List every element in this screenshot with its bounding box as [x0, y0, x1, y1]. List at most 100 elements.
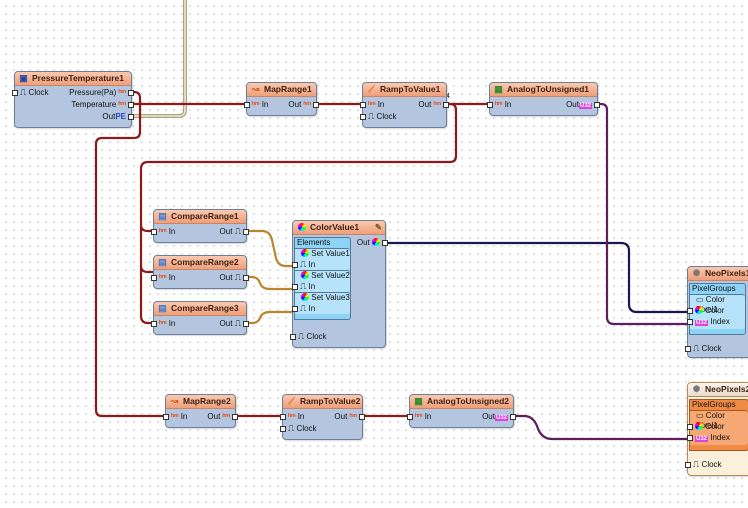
- element-set-value3[interactable]: Set Value3 ⎍ In: [292, 292, 350, 314]
- analog-icon: ʰᵐ: [118, 100, 126, 109]
- pin-label: Clock: [28, 88, 49, 97]
- elements-panel[interactable]: Elements Set Value1 ⎍ In Set Value2 ⎍ In…: [292, 237, 351, 320]
- pin-out[interactable]: Out ⎍: [220, 226, 249, 237]
- pin-color[interactable]: Color: [687, 305, 724, 316]
- pin-out[interactable]: Out ⎍: [219, 272, 249, 283]
- node-maprange1[interactable]: ↝MapRange1 ʰᵐ In Out ʰᵐ: [244, 82, 319, 116]
- ramp-icon: ⟋: [368, 84, 375, 94]
- pin-clock[interactable]: ⎍ Clock: [290, 331, 327, 342]
- pin-in[interactable]: ʰᵐ In: [407, 411, 431, 422]
- pin-clock[interactable]: ⎍ Clock: [12, 87, 49, 98]
- node-comparerange3[interactable]: ▤ CompareRange3 ʰᵐ In Out ⎍: [151, 301, 249, 335]
- pin-in[interactable]: ʰᵐ In: [151, 226, 176, 237]
- pin-label: Clock: [701, 344, 722, 353]
- element-set-value2[interactable]: Set Value2 ⎍ In: [292, 270, 350, 292]
- node-ramptovalue2[interactable]: ⟋ RampToValue2 ʰᵐ In ⎍ Clock Out ʰᵐ: [280, 394, 365, 440]
- wire-compare3-to-setvalue3[interactable]: [246, 310, 293, 325]
- node-neopixels1[interactable]: ✺NeoPixels1 PixelGroups ▭ Color Pixel1 C…: [685, 266, 748, 358]
- set-value-icon: [301, 293, 309, 301]
- pin-color[interactable]: Color: [687, 421, 724, 432]
- pin-out[interactable]: Out ⎍: [220, 318, 249, 329]
- node-title: RampToValue2: [300, 396, 361, 406]
- element-set-value1[interactable]: Set Value1 ⎍ In: [292, 248, 350, 270]
- node-maprange2[interactable]: ↝MapRange2 ʰᵐ In Out ʰᵐ: [163, 394, 238, 428]
- color-icon: [695, 422, 703, 430]
- element-color-pixel1[interactable]: ▭ Color Pixel1 Color U32 Index: [687, 294, 745, 329]
- wire-unsigned1-to-neopixels1[interactable]: [597, 102, 688, 326]
- pin-out[interactable]: OutU32: [482, 411, 516, 422]
- pin-out[interactable]: Out ʰᵐ: [288, 99, 319, 110]
- pin-in[interactable]: ʰᵐ In: [487, 99, 512, 110]
- pin-clock[interactable]: ⎍ Clock: [685, 459, 722, 470]
- pin-label: In: [180, 412, 188, 421]
- node-analogtounsigned1[interactable]: ▦AnalogToUnsigned1 ʰᵐ In OutU32: [487, 82, 600, 116]
- pin-out[interactable]: Out ʰᵐ: [334, 411, 365, 422]
- node-pressure-temperature[interactable]: ▣PressureTemperature1 ⎍ Clock Pressure(P…: [12, 71, 134, 128]
- pin-index[interactable]: U32 Index: [687, 316, 730, 327]
- pin-label: In: [261, 100, 269, 109]
- pin-in[interactable]: ʰᵐ In: [280, 411, 304, 422]
- pin-label: Clock: [701, 460, 722, 469]
- wire-ramptovalue1-to-compareranges[interactable]: [139, 102, 458, 325]
- pin-label: In: [168, 227, 176, 236]
- pixel-icon: ▭: [696, 295, 704, 304]
- analog-icon: ʰᵐ: [252, 100, 260, 109]
- pin-in[interactable]: ʰᵐ In: [151, 318, 175, 329]
- wire-colorvalue-to-neopixels1[interactable]: [384, 241, 688, 314]
- node-title: CompareRange3: [171, 303, 239, 313]
- pin-temperature-out[interactable]: Temperature ʰᵐ: [71, 99, 134, 110]
- compare-icon: ▤: [158, 211, 167, 221]
- pin-out[interactable]: Out ʰᵐ: [418, 99, 449, 110]
- node-comparerange1[interactable]: ▤CompareRange1 ʰᵐ In Out ⎍: [151, 209, 249, 243]
- pin-in[interactable]: ⎍ In: [292, 303, 315, 314]
- pin-pressure-out[interactable]: Pressure(Pa) ʰᵐ: [69, 87, 134, 98]
- pin-in[interactable]: ʰᵐ In: [360, 99, 384, 110]
- wire-compare2-to-setvalue2[interactable]: [246, 275, 293, 291]
- node-analogtounsigned2[interactable]: ▦AnalogToUnsigned2 ʰᵐ In OutU32: [407, 394, 516, 428]
- compare-icon: ▤: [158, 303, 167, 313]
- pin-label: Out: [219, 273, 233, 282]
- set-value-icon: [301, 249, 309, 257]
- pin-clock[interactable]: ⎍ Clock: [360, 111, 397, 122]
- pin-in[interactable]: ⎍ In: [292, 281, 315, 292]
- pin-in[interactable]: ⎍ In: [292, 259, 316, 270]
- pin-in[interactable]: ʰᵐ In: [151, 272, 175, 283]
- pin-out[interactable]: OutU32: [566, 99, 600, 110]
- analog-icon: ʰᵐ: [159, 319, 167, 328]
- pin-out[interactable]: Out: [357, 237, 388, 248]
- clock-icon: ⎍: [298, 332, 305, 342]
- pixel-groups-label: PixelGroups: [692, 400, 736, 409]
- sensor-icon: ▣: [19, 73, 28, 83]
- analog-icon: ʰᵐ: [159, 227, 167, 236]
- node-ramptovalue1[interactable]: ⟋ RampToValue1 ʰᵐ In ⎍ Clock Out ʰᵐ: [360, 82, 449, 128]
- pin-out[interactable]: OutPE: [102, 111, 134, 122]
- pin-label: In: [308, 260, 316, 269]
- wire-value-label: 4: [446, 93, 450, 100]
- element-color-pixel1[interactable]: ▭ Color Pixel1 Color U32 Index: [687, 410, 748, 445]
- node-title: RampToValue1: [380, 84, 441, 94]
- ramp-icon: ⟋: [288, 396, 295, 406]
- pin-label: Out: [482, 412, 495, 421]
- pin-in[interactable]: ʰᵐ In: [163, 411, 188, 422]
- node-comparerange2[interactable]: ▤CompareRange2 ʰᵐ In Out ⎍: [151, 255, 249, 289]
- pin-in[interactable]: ʰᵐ In: [244, 99, 269, 110]
- edit-tools-icon[interactable]: ✎: [374, 222, 382, 232]
- pin-clock[interactable]: ⎍ Clock: [685, 343, 722, 354]
- pin-out[interactable]: Out ʰᵐ: [207, 411, 238, 422]
- pin-clock[interactable]: ⎍ Clock: [280, 423, 317, 434]
- wire-unsigned2-to-neopixels2[interactable]: [513, 414, 688, 441]
- pin-index[interactable]: U32 Index: [687, 432, 730, 443]
- u32-icon: U32: [578, 103, 592, 109]
- elements-label: Elements: [297, 238, 331, 247]
- node-neopixels2[interactable]: ✺NeoPixels2 PixelGroups ▭ Color Pixel1 C…: [685, 382, 748, 476]
- wire-compare1-to-setvalue1[interactable]: [246, 229, 293, 268]
- pixel-groups-panel[interactable]: PixelGroups ▭ Color Pixel1 Color U32 Ind…: [687, 399, 748, 451]
- pin-label: In: [504, 100, 512, 109]
- node-colorvalue1[interactable]: ColorValue1 ✎ Out Elements Set Value1 ⎍ I…: [290, 220, 388, 348]
- pixel-groups-panel[interactable]: PixelGroups ▭ Color Pixel1 Color U32 Ind…: [687, 283, 746, 335]
- node-title: ColorValue1: [310, 222, 360, 232]
- analog-icon: ʰᵐ: [288, 412, 296, 421]
- wire-pressure-to-maprange2[interactable]: [94, 90, 165, 418]
- node-title: MapRange1: [264, 84, 312, 94]
